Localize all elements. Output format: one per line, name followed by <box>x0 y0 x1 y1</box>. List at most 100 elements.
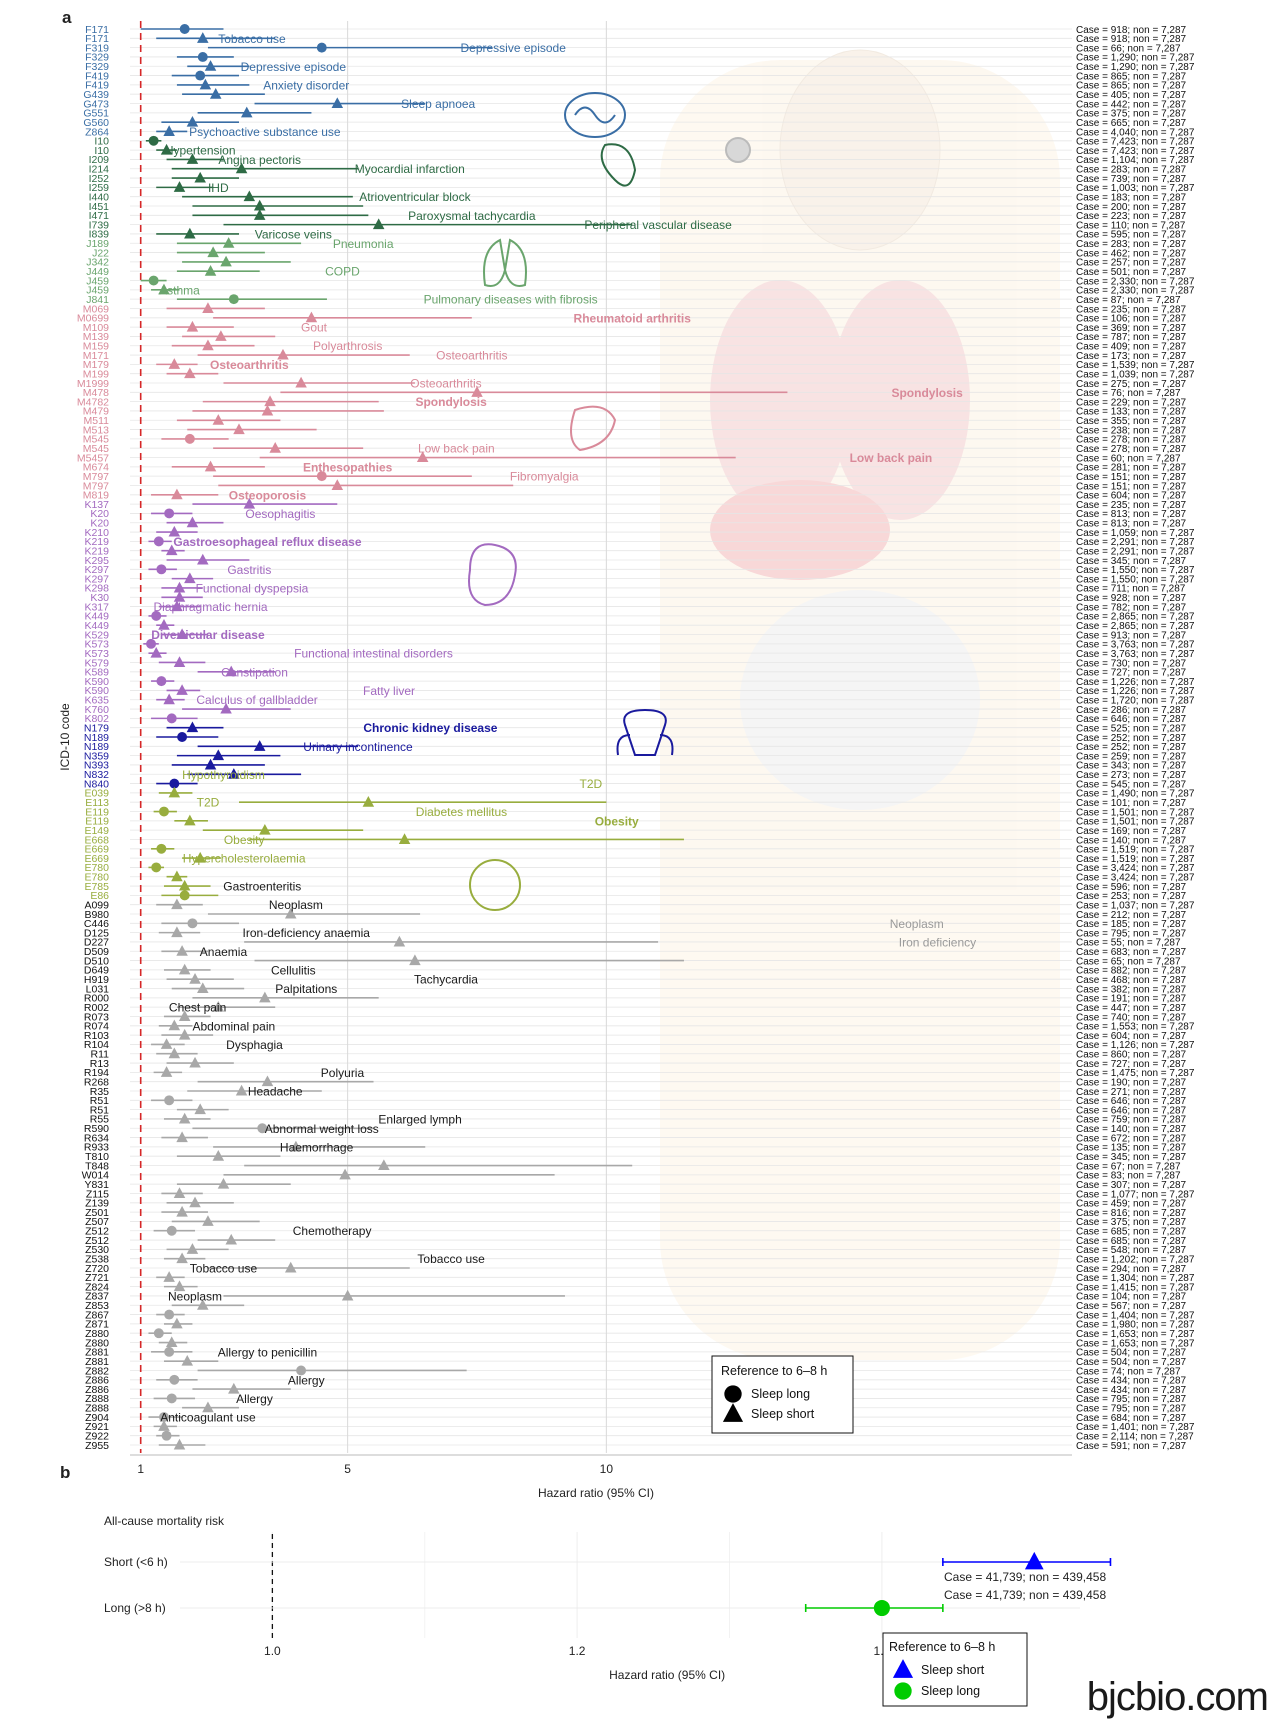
hr-point-sleep-long <box>151 610 162 621</box>
case-count-label: Case = 442; non = 7,287 <box>1076 99 1187 110</box>
disease-annotation: Gastroesophageal reflux disease <box>173 535 361 549</box>
case-count-label: Case = 1,550; non = 7,287 <box>1076 574 1195 585</box>
case-count-label: Case = 7,423; non = 7,287 <box>1076 146 1195 157</box>
icd-code-label: K573 <box>84 639 109 651</box>
case-count-label: Case = 74; non = 7,287 <box>1076 1366 1181 1377</box>
case-count-label: Case = 200; non = 7,287 <box>1076 202 1187 213</box>
icd-code-label: K298 <box>84 583 109 595</box>
case-count-label: Case = 882; non = 7,287 <box>1076 966 1187 977</box>
case-count-label: Case = 3,424; non = 7,287 <box>1076 863 1195 874</box>
disease-annotation: Calculus of gallbladder <box>196 693 317 707</box>
case-count-label: Case = 548; non = 7,287 <box>1076 1245 1187 1256</box>
hr-point-sleep-short <box>160 143 173 155</box>
case-count-label: Case = 212; non = 7,287 <box>1076 910 1187 921</box>
hr-point-sleep-short <box>186 1243 199 1254</box>
hr-point-sleep-short <box>264 395 276 407</box>
icd-code-label: E119 <box>85 806 109 818</box>
case-count-label: Case = 278; non = 7,287 <box>1076 435 1187 446</box>
icd-code-label: G439 <box>83 89 109 101</box>
case-count-label: Case = 3,763; non = 7,287 <box>1076 640 1195 651</box>
case-count-label: Case = 813; non = 7,287 <box>1076 509 1187 520</box>
case-count-label: Case = 307; non = 7,287 <box>1076 1180 1187 1191</box>
case-count-label: Case = 2,291; non = 7,287 <box>1076 546 1195 557</box>
icd-code-label: M109 <box>83 322 109 334</box>
legend-title: Reference to 6–8 h <box>721 1364 827 1378</box>
icd-code-label: N179 <box>84 722 109 734</box>
disease-annotation: Functional intestinal disorders <box>294 647 453 661</box>
icd-code-label: E785 <box>84 881 109 893</box>
icd-code-label: F329 <box>85 52 109 64</box>
hr-point-sleep-short <box>228 1382 240 1394</box>
disease-annotation: Tobacco use <box>190 1262 258 1276</box>
icd-code-label: Z507 <box>85 1216 109 1228</box>
case-count-label: Case = 646; non = 7,287 <box>1076 714 1187 725</box>
disease-annotation: Iron-deficiency anaemia <box>243 926 371 940</box>
case-count-label: Case = 1,039; non = 7,287 <box>1076 369 1195 380</box>
hr-point-sleep-long <box>169 778 180 789</box>
icd-code-label: J459 <box>86 285 109 297</box>
hr-point-sleep-short <box>194 1103 206 1115</box>
disease-annotation: Chemotherapy <box>293 1224 372 1238</box>
case-count-label: Case = 727; non = 7,287 <box>1076 668 1187 679</box>
heart-icon <box>600 143 637 187</box>
b-hr-point-sleep-long <box>873 1599 890 1617</box>
hr-point-sleep-short <box>212 414 225 425</box>
hr-point-sleep-short <box>378 1159 390 1171</box>
hr-point-sleep-short <box>160 1038 173 1049</box>
disease-annotation: Spondylosis <box>415 395 487 409</box>
case-count-label: Case = 1,304; non = 7,287 <box>1076 1273 1195 1284</box>
hr-point-sleep-long <box>148 135 159 146</box>
icd-code-label: J189 <box>86 238 109 250</box>
disease-annotation: Neoplasm <box>269 898 323 912</box>
disease-annotation: Enlarged lymph <box>378 1112 461 1126</box>
x-tick-label: 1 <box>137 1462 144 1476</box>
hr-point-sleep-short <box>261 404 274 416</box>
icd-code-label: N359 <box>84 750 109 762</box>
icd-code-label: R11 <box>91 1049 110 1061</box>
hr-point-sleep-short <box>181 1354 194 1366</box>
case-count-label: Case = 1,401; non = 7,287 <box>1076 1422 1195 1433</box>
case-count-label: Case = 665; non = 7,287 <box>1076 118 1187 129</box>
metabolism-cycle-icon <box>469 859 521 911</box>
icd-code-label: K589 <box>84 667 109 679</box>
icd-code-label: Z871 <box>85 1319 109 1331</box>
icd-code-label: I209 <box>89 154 110 166</box>
icd-code-label: D509 <box>84 946 109 958</box>
disease-annotation: Depressive episode <box>241 60 347 74</box>
case-count-label: Case = 1,226; non = 7,287 <box>1076 677 1195 688</box>
icd-code-label: K449 <box>84 620 109 632</box>
disease-annotation: Psychoactive substance use <box>189 125 341 139</box>
hr-point-sleep-short <box>158 1420 170 1431</box>
disease-annotation: Haemorrhage <box>280 1140 354 1154</box>
icd-code-label: K20 <box>90 518 109 530</box>
disease-annotation: IHD <box>208 181 229 195</box>
hr-point-sleep-short <box>171 1317 183 1329</box>
b-case-count-short: Case = 41,739; non = 439,458 <box>944 1570 1106 1584</box>
icd-code-label: Z886 <box>85 1384 109 1396</box>
case-count-label: Case = 1,059; non = 7,287 <box>1076 528 1195 539</box>
hr-point-sleep-short <box>163 1271 175 1282</box>
icd-code-label: Z501 <box>85 1207 109 1219</box>
case-count-label: Case = 283; non = 7,287 <box>1076 239 1187 250</box>
liver-shape <box>710 480 890 580</box>
case-count-label: Case = 173; non = 7,287 <box>1076 351 1187 362</box>
